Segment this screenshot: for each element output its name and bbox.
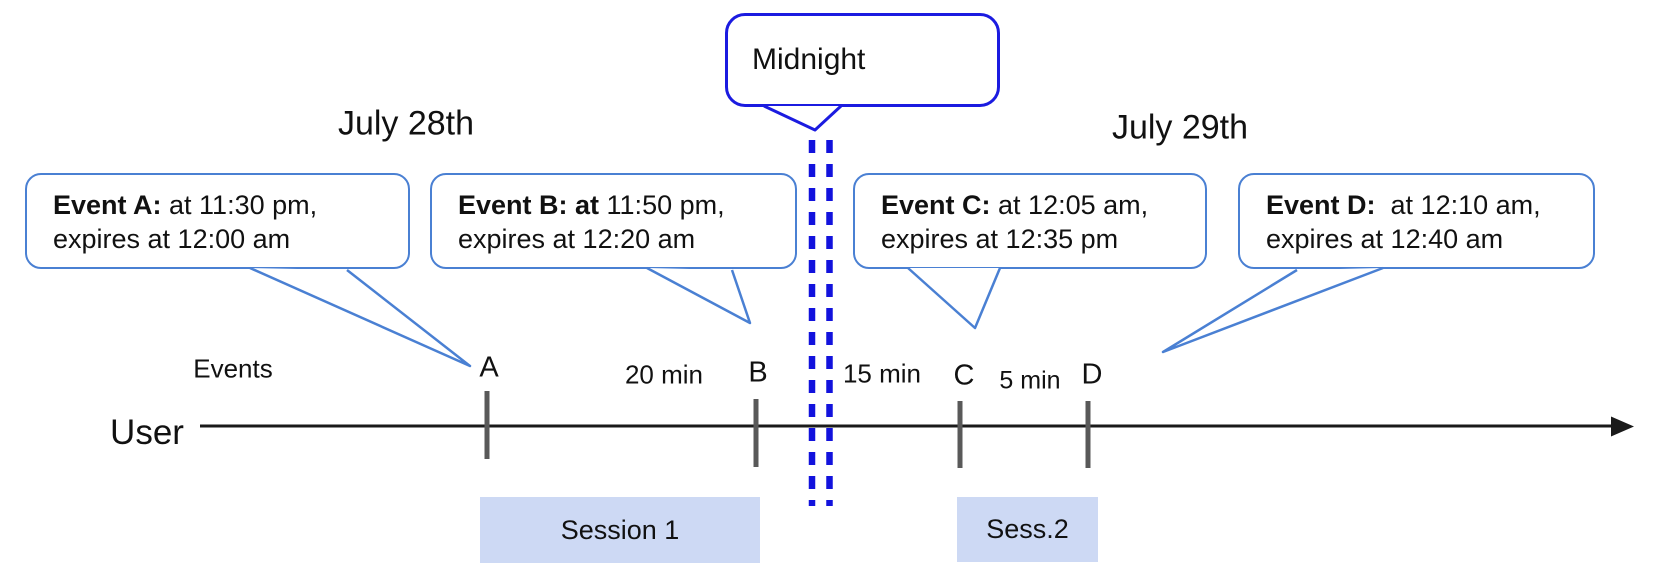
event-c-line1: Event C: at 12:05 am, bbox=[881, 190, 1149, 220]
interval-5min-label: 5 min bbox=[999, 366, 1061, 395]
midnight-callout-tail bbox=[763, 104, 843, 132]
event-d-line2: expires at 12:40 am bbox=[1266, 224, 1504, 254]
events-row-label: Events bbox=[193, 353, 273, 384]
event-a-tail bbox=[249, 266, 472, 368]
session-2-label: Sess.2 bbox=[986, 514, 1069, 544]
tick-label-a: A bbox=[479, 351, 499, 384]
session-2-box: Sess.2 bbox=[957, 497, 1098, 562]
event-b-tail bbox=[646, 266, 752, 325]
interval-20min-label: 20 min bbox=[624, 359, 704, 390]
event-d-line1: Event D: at 12:10 am, bbox=[1266, 190, 1541, 220]
event-c-callout: Event C: at 12:05 am, expires at 12:35 p… bbox=[853, 173, 1207, 269]
session-1-label: Session 1 bbox=[560, 514, 680, 545]
interval-15min-label: 15 min bbox=[842, 358, 922, 389]
event-a-line2: expires at 12:00 am bbox=[53, 224, 291, 254]
midnight-label: Midnight bbox=[752, 43, 866, 76]
event-d-callout: Event D: at 12:10 am, expires at 12:40 a… bbox=[1238, 173, 1595, 269]
event-b-line2: expires at 12:20 am bbox=[458, 224, 696, 254]
timeline-arrowhead-icon bbox=[1611, 416, 1634, 437]
event-b-callout: Event B: at 11:50 pm, expires at 12:20 a… bbox=[430, 173, 797, 269]
user-axis-label: User bbox=[110, 413, 184, 452]
event-c-tail bbox=[907, 267, 1002, 330]
event-a-callout: Event A: at 11:30 pm, expires at 12:00 a… bbox=[25, 173, 410, 269]
event-b-line1: Event B: at 11:50 pm, bbox=[458, 190, 725, 220]
right-date-heading: July 29th bbox=[1111, 108, 1249, 147]
event-c-line2: expires at 12:35 pm bbox=[881, 224, 1119, 254]
event-d-tail bbox=[1161, 266, 1384, 354]
tick-label-d: D bbox=[1081, 358, 1103, 391]
event-a-line1: Event A: at 11:30 pm, bbox=[53, 190, 318, 220]
left-date-heading: July 28th bbox=[337, 104, 475, 143]
session-1-box: Session 1 bbox=[480, 497, 760, 563]
tick-label-c: C bbox=[953, 359, 975, 392]
tick-label-b: B bbox=[748, 356, 768, 389]
midnight-callout: Midnight bbox=[725, 13, 1000, 107]
